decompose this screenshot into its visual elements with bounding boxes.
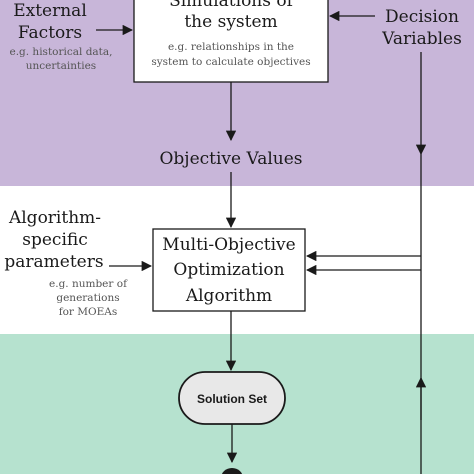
algorithm-params-note-line1: e.g. number of [49,278,128,290]
simulation-note-line1: e.g. relationships in the [168,41,294,53]
moo-line3: Algorithm [185,286,272,306]
simulation-title-line1: Simulations of [169,0,295,11]
decision-variables-line1: Decision [385,7,459,27]
simulation-box [133,0,329,83]
decision-variables-line2: Variables [381,29,462,49]
algorithm-params-title-line2: specific [22,230,88,250]
external-factors-note-line2: uncertainties [26,60,96,72]
moo-algorithm-box [152,228,306,312]
simulation-title-line2: the system [184,12,277,32]
moo-line1: Multi-Objective [162,235,295,255]
algorithm-params-note-line3: for MOEAs [59,306,118,318]
algorithm-params-title-line3: parameters [4,252,103,272]
external-factors-title-line1: External [13,1,87,21]
moo-line2: Optimization [173,260,284,280]
end-node [221,468,243,474]
solution-set-label: Solution Set [197,392,267,406]
external-factors-title-line2: Factors [18,23,82,43]
simulation-note-line2: system to calculate objectives [151,56,310,68]
objective-values-label: Objective Values [159,149,302,169]
algorithm-params-note-line2: generations [56,292,119,304]
algorithm-params-title-line1: Algorithm- [8,208,101,228]
external-factors-note-line1: e.g. historical data, [9,46,112,58]
